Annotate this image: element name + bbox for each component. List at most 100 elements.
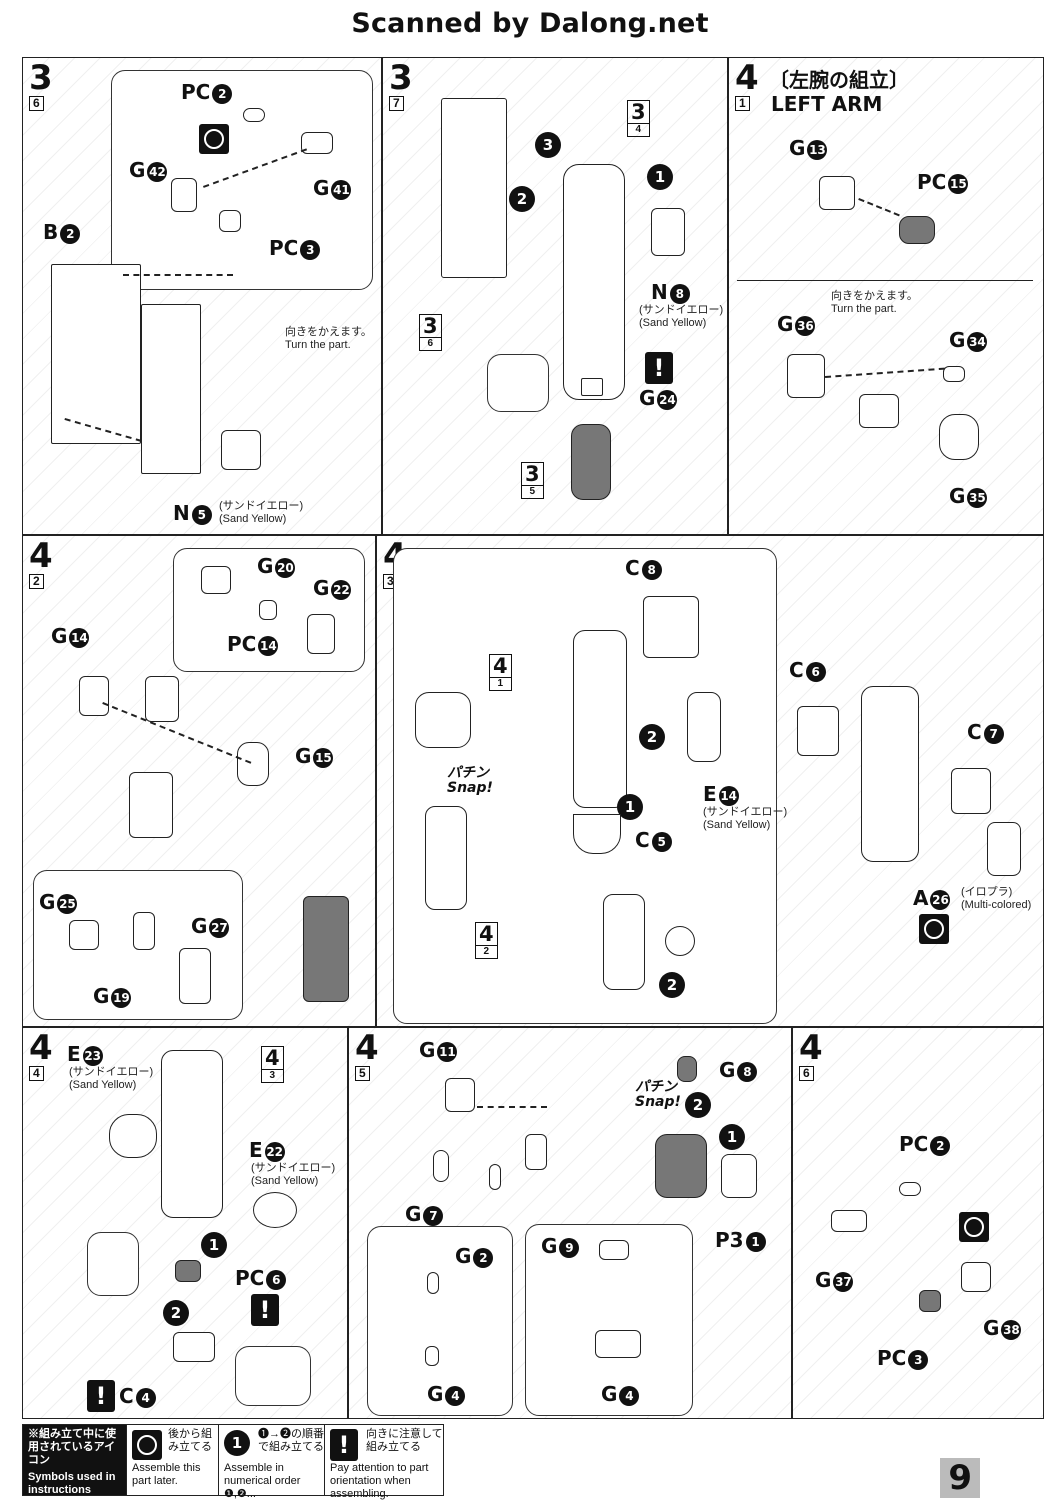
order-1-icon: 1 [647, 164, 673, 190]
part-pc14 [259, 600, 277, 620]
part-g4a-piece [425, 1346, 439, 1366]
assemble-later-icon [199, 124, 229, 154]
page-number: 9 [940, 1458, 980, 1498]
part-hand [655, 1134, 707, 1198]
detail-inset-b [525, 1224, 693, 1416]
part-pc3 [919, 1290, 941, 1312]
part-shoulder [415, 692, 471, 748]
order-1-icon: 1 [617, 794, 643, 820]
part-arm [161, 1050, 223, 1218]
part-a26 [987, 822, 1021, 876]
n5-color: (サンドイエロー)(Sand Yellow) [219, 500, 304, 525]
part-e23 [109, 1114, 157, 1158]
part-g13 [819, 176, 855, 210]
part-pc3 [219, 210, 241, 232]
order-1-icon: 1 [719, 1124, 745, 1150]
part-c6 [797, 706, 839, 756]
turn-note: 向きをかえます。Turn the part. [285, 326, 372, 351]
part-forearm-detail [603, 894, 645, 990]
part-arm-assembly [573, 630, 627, 808]
part-g25 [69, 920, 99, 950]
legend-numerical-order: 1 ❶→❷の順番で組み立てる Assemble in numerical ord… [219, 1425, 325, 1500]
part-g34 [943, 366, 965, 382]
part-pc6 [175, 1260, 201, 1282]
part-c7 [951, 768, 991, 814]
part-g4b-pieces [595, 1330, 641, 1358]
part-frame [441, 98, 507, 278]
step-sub: 4 [29, 1066, 44, 1081]
part-n8 [651, 208, 685, 256]
step-number: 4 [29, 1028, 53, 1068]
part-g37 [831, 1210, 867, 1232]
step-sub: 6 [799, 1066, 814, 1081]
step-sub: 7 [389, 96, 404, 111]
part-hand [571, 424, 611, 500]
step-number: 4 [799, 1028, 823, 1068]
orientation-inset-a [87, 1232, 139, 1296]
part-e14 [687, 692, 721, 762]
assemble-later-icon [919, 914, 949, 944]
part-upper-arm [563, 164, 625, 400]
orientation-icon-b: ! [87, 1380, 115, 1412]
part-g35 [939, 414, 979, 460]
part-c8 [643, 596, 699, 658]
part-forearm [425, 806, 467, 910]
part-g42 [171, 178, 197, 212]
step-number: 3 [29, 58, 53, 98]
order-1-icon: 1 [201, 1232, 227, 1258]
part-g19 [133, 912, 155, 950]
part-g7 [433, 1150, 449, 1182]
legend-title: ※組み立て中に使用されているアイコン Symbols used in instr… [23, 1425, 127, 1496]
part-e22 [253, 1192, 297, 1228]
part-n5-frame [141, 304, 201, 474]
section-title-jp: 〔左腕の組立〕 [769, 70, 909, 92]
part-g9 [599, 1240, 629, 1260]
assemble-later-icon [132, 1430, 162, 1460]
part-g38 [961, 1262, 991, 1292]
order-2-icon-b: 2 [659, 972, 685, 998]
part-g20 [201, 566, 231, 594]
order-icon: 1 [224, 1430, 250, 1456]
part-g22 [307, 614, 335, 654]
part-g2 [427, 1272, 439, 1294]
assemble-later-icon [959, 1212, 989, 1242]
part-joint [145, 676, 179, 722]
orientation-icon: ! [645, 352, 673, 384]
orientation-inset-b [235, 1346, 311, 1406]
e14-color: (サンドイエロー)(Sand Yellow) [703, 806, 788, 831]
order-3-icon: 3 [535, 132, 561, 158]
n8-color: (サンドイエロー)(Sand Yellow) [639, 304, 724, 329]
